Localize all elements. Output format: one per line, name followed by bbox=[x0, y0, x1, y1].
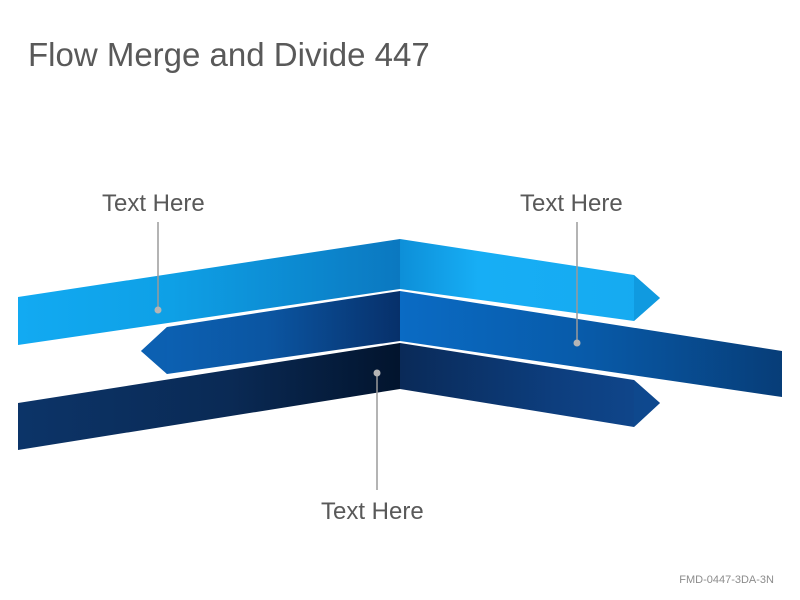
connector-bottom-dot bbox=[373, 369, 381, 377]
slide-code: FMD-0447-3DA-3N bbox=[679, 574, 774, 586]
bottom-band-arrow-tip bbox=[634, 380, 660, 427]
bottom-band-left-segment bbox=[18, 343, 400, 450]
callout-label-right: Text Here bbox=[520, 190, 623, 217]
callout-connectors bbox=[154, 222, 581, 490]
callout-label-left: Text Here bbox=[102, 190, 205, 217]
connector-right-dot bbox=[573, 339, 581, 347]
top-flow-band bbox=[18, 239, 660, 345]
top-band-left-segment bbox=[18, 239, 400, 345]
top-band-arrow-tip bbox=[634, 275, 660, 321]
callout-label-bottom: Text Here bbox=[321, 498, 424, 525]
top-band-right-segment bbox=[400, 239, 660, 321]
middle-band-arrow-tip bbox=[141, 327, 167, 374]
bottom-band-right-segment bbox=[400, 343, 660, 427]
middle-flow-band bbox=[141, 291, 782, 397]
bottom-flow-band bbox=[18, 343, 660, 450]
connector-left-dot bbox=[154, 306, 162, 314]
slide-title: Flow Merge and Divide 447 bbox=[28, 36, 430, 73]
middle-band-left-segment bbox=[141, 291, 400, 374]
middle-band-right-segment bbox=[400, 291, 782, 397]
